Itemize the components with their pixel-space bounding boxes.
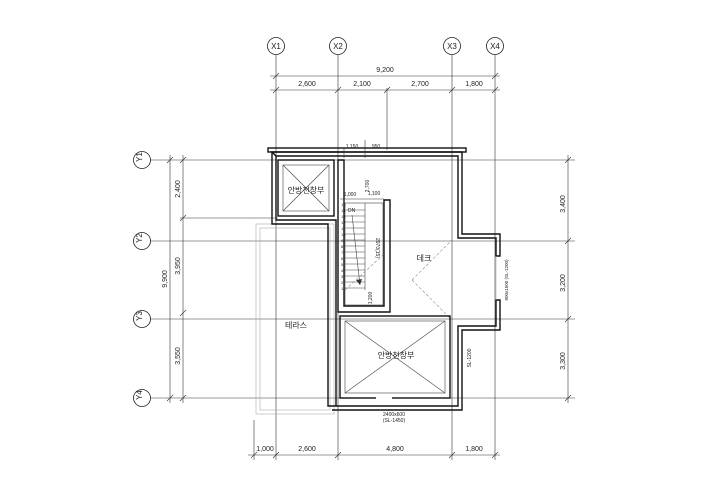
- top-dimensions: 9,200 2,600 2,100 2,700 1,800: [270, 67, 500, 150]
- grid-bubble-y2: [133, 232, 151, 250]
- wall-left-segment: [271, 152, 337, 407]
- dim-bottom-4: 1,800: [465, 446, 483, 453]
- dim-bottom-2: 2,600: [298, 446, 316, 453]
- step-4: 4: [341, 268, 344, 273]
- right-dimensions: 3,400 3,200 3,300: [560, 155, 572, 403]
- stair-direction-line: [351, 214, 361, 286]
- step-5: 5: [341, 262, 344, 267]
- grid-bubble-x4: [486, 37, 504, 55]
- dim-top-total: 9,200: [376, 67, 394, 74]
- deck-dash-lines: [411, 239, 453, 321]
- left-dimensions: 9,900 2,400 3,950 3,550: [162, 155, 278, 403]
- grid-label-y1: Y1: [135, 152, 144, 162]
- dim-ticks-bottom: [250, 451, 499, 459]
- upper-skylight-label: 안방천창부: [288, 185, 325, 195]
- stair-wall: [337, 159, 391, 313]
- opening-note-1: 2400x600: [383, 412, 405, 418]
- dim-1100-stair: 1,100: [368, 191, 381, 197]
- grid-y: Y1 Y2 Y3 Y4: [133, 151, 575, 407]
- wall-cap: [267, 147, 467, 153]
- stair-core: DN 2970(15) 1,200: [337, 159, 391, 313]
- grid-bubble-y3: [133, 310, 151, 328]
- deck-area: 데크 800x1500 (SL-1200) SL-1200: [411, 239, 509, 367]
- deck-label: 데크: [417, 254, 432, 263]
- stair-treads: [345, 203, 366, 290]
- lower-skylight-label: 안방천창부: [378, 350, 415, 360]
- dim-left-2: 3,950: [175, 257, 182, 275]
- step-9: 9: [341, 238, 344, 243]
- step-2: 2: [341, 280, 344, 285]
- step-1: 1: [341, 286, 344, 291]
- dim-top-4: 1,800: [465, 81, 483, 88]
- dim-top-3: 2,700: [411, 81, 429, 88]
- stair-arrow-icon: [356, 279, 362, 285]
- lower-skylight-glass: [344, 320, 446, 394]
- dim-ticks-left: [166, 156, 187, 402]
- upper-skylight: 안방천창부: [277, 159, 335, 217]
- upper-skylight-glass: [282, 164, 330, 212]
- grid-label-y2: Y2: [135, 233, 144, 243]
- stair-small-dims: 1,150 950 1,000 1,100 2,700: [340, 140, 384, 200]
- step-6: 6: [341, 256, 344, 261]
- step-3: 3: [341, 274, 344, 279]
- step-12: 12: [341, 220, 346, 225]
- step-7: 7: [341, 250, 344, 255]
- dim-right-2: 3,200: [560, 274, 567, 292]
- step-8: 8: [341, 244, 344, 249]
- grid-label-x1: X1: [271, 42, 281, 51]
- stair-run-label: 2970(15): [374, 238, 380, 258]
- lower-skylight-frame: [339, 315, 451, 399]
- bottom-dimensions: 1,000 2,600 4,800 1,800: [248, 420, 500, 460]
- dim-left-3: 3,550: [175, 347, 182, 365]
- grid-label-y4: Y4: [135, 390, 144, 400]
- terrace-inner-outline: [259, 227, 331, 411]
- grid-x: X1 X2 X3 X4: [267, 37, 504, 460]
- dim-1150: 1,150: [346, 144, 359, 150]
- grid-label-y3: Y3: [135, 311, 144, 321]
- grid-bubble-x2: [329, 37, 347, 55]
- dim-ticks-right: [564, 156, 572, 402]
- stair-step-numbers: 15 14 13 12 11 10 9 8 7 6 5 4 3 2 1: [341, 202, 346, 291]
- dim-1000-stair: 1,000: [344, 192, 357, 198]
- stair-box: [344, 202, 384, 306]
- terrace-label: 테라스: [285, 321, 307, 330]
- grid-bubble-x3: [443, 37, 461, 55]
- step-15: 15: [341, 202, 346, 207]
- grid-bubble-x1: [267, 37, 285, 55]
- step-14: 14: [341, 208, 346, 213]
- wall-bottom-right-segment: [332, 299, 501, 411]
- dim-right-1: 3,400: [560, 195, 567, 213]
- lower-skylight: 안방천창부 2400x600 (SL-1450): [339, 315, 451, 424]
- side-opening-label: 800x1500 (SL-1200): [504, 259, 509, 301]
- grid-bubble-y1: [133, 151, 151, 169]
- dim-right-3: 3,300: [560, 352, 567, 370]
- dim-bottom-3: 4,800: [386, 446, 404, 453]
- wall-top-segment: [270, 151, 501, 257]
- grid-label-x4: X4: [490, 42, 500, 51]
- right-sl-label: SL-1200: [467, 348, 473, 367]
- grid-label-x2: X2: [333, 42, 343, 51]
- grid-label-x3: X3: [447, 42, 457, 51]
- step-13: 13: [341, 214, 346, 219]
- dim-950: 950: [372, 144, 381, 150]
- dim-left-total: 9,900: [162, 270, 169, 288]
- dim-bottom-1: 1,000: [256, 446, 274, 453]
- opening-note-2: (SL-1450): [383, 418, 406, 424]
- dim-left-1: 2,400: [175, 180, 182, 198]
- dim-top-1: 2,600: [298, 81, 316, 88]
- step-11: 11: [341, 226, 346, 231]
- dim-2700-stair: 2,700: [365, 180, 371, 193]
- stair-dn-label: DN: [348, 208, 356, 214]
- step-10: 10: [341, 232, 346, 237]
- upper-skylight-frame: [277, 159, 335, 217]
- grid-bubble-y4: [133, 389, 151, 407]
- dim-top-2: 2,100: [353, 81, 371, 88]
- stair-1200-label: 1,200: [368, 292, 374, 305]
